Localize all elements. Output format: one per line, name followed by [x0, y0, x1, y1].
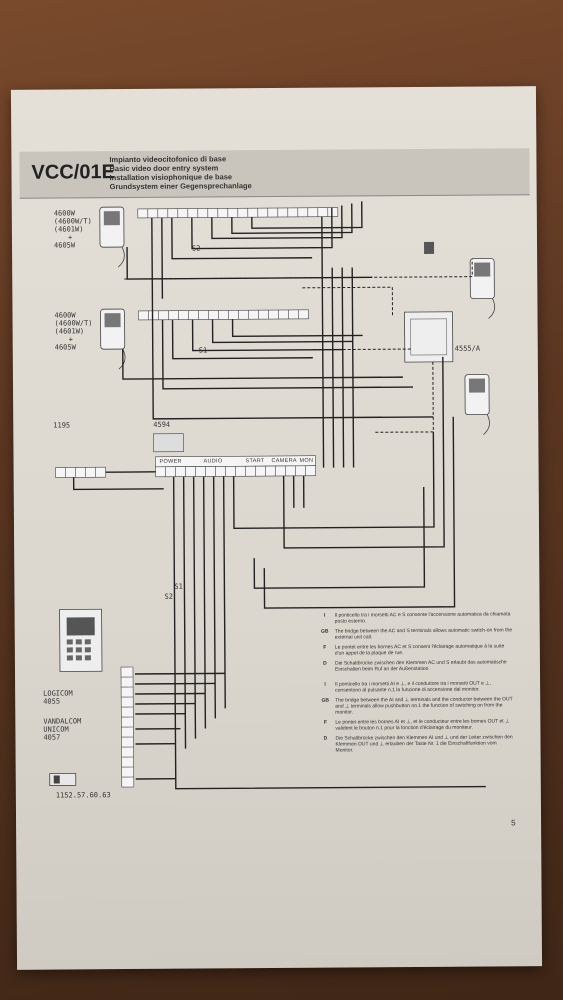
panel-terminal-strip	[120, 666, 135, 788]
monitor-1-label: 4600W(4600W/T)(4601W)+4605W	[53, 209, 92, 250]
switch-s2-label: S2	[164, 592, 173, 601]
distributor-4594-icon	[153, 433, 184, 453]
electric-lock-icon	[49, 773, 77, 786]
terminal-strip-middle	[138, 309, 309, 321]
distributor-right-box	[404, 241, 454, 363]
lock-label: 1152.57.60.63	[55, 791, 111, 800]
distributor-label: 4594	[153, 420, 171, 429]
group-power: POWER	[159, 458, 182, 465]
monitor-2-label: 4600W(4600W/T)(4601W)+4605W	[54, 311, 93, 352]
wiring-bus	[122, 201, 434, 468]
instruction-sheet: VCC/01E Impianto videocitofonico di base…	[10, 86, 543, 970]
group-start: START	[245, 458, 265, 465]
group-audio: AUDIO	[203, 458, 223, 465]
group-camera: CAMERA	[271, 457, 297, 465]
switch-s1-label: S1	[174, 582, 183, 591]
door-panel-icon	[59, 608, 103, 672]
switch-s1-mid: S1	[198, 346, 208, 355]
switch-s2-top: S2	[192, 244, 201, 253]
wiring-diagram	[49, 201, 496, 790]
group-mon: MON	[299, 457, 314, 464]
monitor-2-icon	[100, 308, 126, 370]
main-terminal-strip	[155, 455, 316, 478]
psu-terminal-strip	[55, 466, 106, 478]
page-number: 5	[511, 818, 516, 828]
terminal-strip-top	[137, 207, 339, 219]
right-unit-label: 4555/A	[454, 344, 481, 353]
wiring-lower	[72, 356, 486, 790]
right-monitor-bottom-icon	[464, 374, 490, 435]
right-monitor-top-icon	[469, 258, 496, 319]
psu-label: 1195	[53, 421, 71, 430]
monitor-1-icon	[99, 206, 125, 268]
